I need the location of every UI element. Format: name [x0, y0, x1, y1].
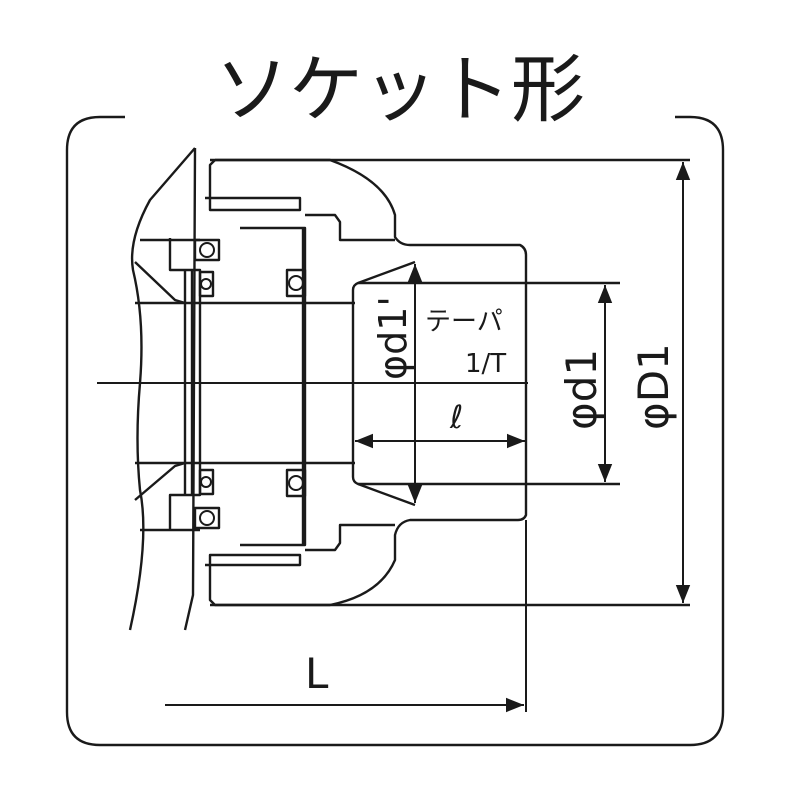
frame	[65, 115, 725, 747]
D1-label: φD1	[629, 343, 678, 430]
taper-label: テーパ	[425, 307, 503, 337]
pipe-section	[128, 147, 200, 631]
joint-body	[135, 158, 690, 607]
d1-prime-label: φd1'	[371, 296, 415, 380]
d1-label: φd1	[557, 349, 606, 430]
o-ring-seals	[193, 238, 307, 530]
taper-ratio-label: 1/T	[465, 349, 506, 379]
L-label: L	[305, 649, 329, 698]
ell-label: ℓ	[449, 398, 463, 436]
diagram-title: ソケット形	[215, 47, 585, 133]
taper-socket	[351, 260, 620, 507]
